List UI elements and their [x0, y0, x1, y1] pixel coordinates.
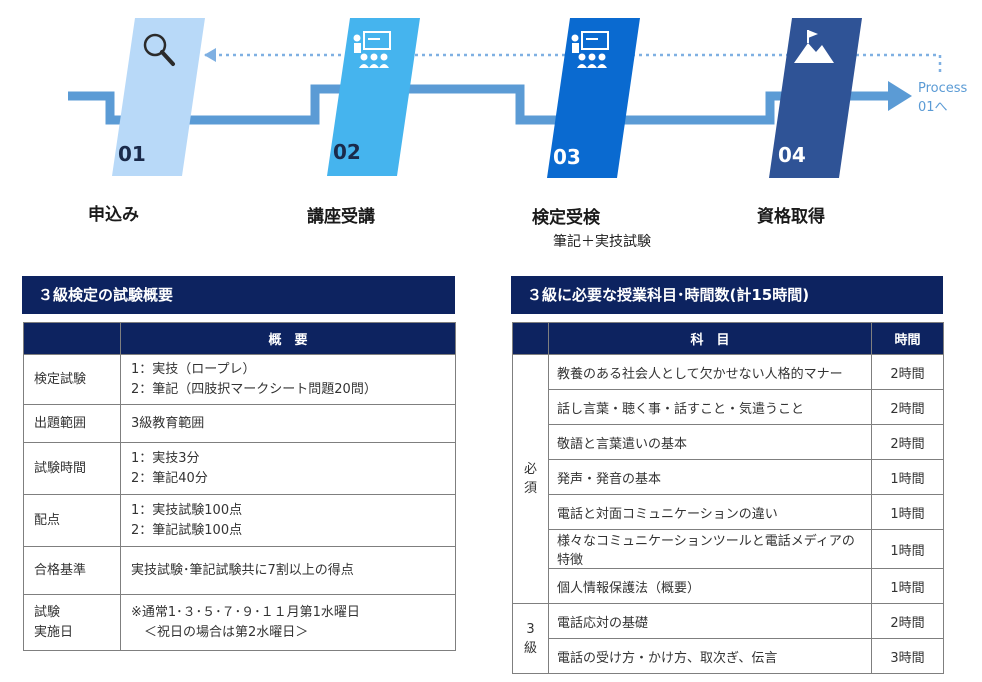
step-number-03: 03 [553, 145, 581, 169]
subjects-header-hours: 時間 [871, 322, 944, 355]
subject-name: 電話応対の基礎 [548, 603, 872, 639]
subject-name: 敬語と言葉遣いの基本 [548, 424, 872, 460]
exam-overview-row-value: ※通常1･３･５･７･９･１１月第1水曜日 ＜祝日の場合は第2水曜日＞ [120, 594, 456, 651]
lecture-icon [353, 31, 391, 68]
subject-hours: 1時間 [871, 568, 944, 604]
subject-hours: 2時間 [871, 354, 944, 390]
step-label-03: 検定受検 [532, 208, 600, 228]
subject-category: 必 須 [512, 354, 549, 604]
exam-overview-row-value: 1：実技試験100点 2：筆記試験100点 [120, 494, 456, 547]
step-number-04: 04 [778, 143, 806, 167]
step-04-shape [769, 18, 862, 178]
subject-name: 教養のある社会人として欠かせない人格的マナー [548, 354, 872, 390]
exam-overview-row-value: 実技試験･筆記試験共に7割以上の得点 [120, 546, 456, 595]
exam-overview-row-label: 試験時間 [23, 442, 121, 495]
subject-hours: 2時間 [871, 424, 944, 460]
subject-hours: 1時間 [871, 459, 944, 495]
step-label-04: 資格取得 [757, 207, 825, 227]
mountain-flag-icon [794, 30, 834, 63]
exam-overview-row-label: 出題範囲 [23, 404, 121, 443]
exam-overview-value-line: 3級教育範囲 [131, 415, 205, 431]
exam-overview-value-line: 2：筆記試験100点 [131, 522, 243, 538]
subjects-header-subject: 科 目 [548, 322, 872, 355]
exam-overview-row-label: 合格基準 [23, 546, 121, 595]
step-number-01: 01 [118, 142, 146, 166]
subject-hours: 2時間 [871, 389, 944, 425]
exam-overview-header: 概 要 [120, 322, 456, 355]
step-02-shape [327, 18, 420, 176]
exam-overview-row-value: 3級教育範囲 [120, 404, 456, 443]
exam-overview-value-line: 1：実技試験100点 [131, 502, 243, 518]
exam-overview-row-label: 試験 実施日 [23, 594, 121, 651]
exam-overview-row-label: 配点 [23, 494, 121, 547]
subjects-title: ３級に必要な授業科目･時間数(計15時間) [511, 276, 943, 314]
exam-overview-value-line: ＜祝日の場合は第2水曜日＞ [131, 624, 309, 640]
exam-overview-row: 合格基準実技試験･筆記試験共に7割以上の得点 [23, 546, 456, 595]
exam-overview-header-blank [23, 322, 121, 355]
subject-name: 発声・発音の基本 [548, 459, 872, 495]
loop-note-line-2: 01へ [918, 100, 948, 115]
main-arrowhead [888, 81, 912, 111]
subject-name: 話し言葉・聴く事・話すこと・気遣うこと [548, 389, 872, 425]
loop-note-line-1: Process [918, 81, 968, 96]
exam-overview-value-line: 1：実技（ロープレ） [131, 361, 256, 377]
subject-category: 3 級 [512, 603, 549, 674]
exam-overview-row-label: 検定試験 [23, 354, 121, 405]
exam-overview-value-line: 2：筆記（四肢択マークシート問題20問） [131, 381, 377, 397]
exam-overview-value-line: 実技試験･筆記試験共に7割以上の得点 [131, 562, 354, 578]
step-01-shape [112, 18, 205, 176]
subject-name: 電話と対面コミュニケーションの違い [548, 494, 872, 530]
subject-name: 様々なコミュニケーションツールと電話メディアの特徴 [548, 529, 872, 569]
subject-hours: 1時間 [871, 494, 944, 530]
subjects-header-blank [512, 322, 549, 355]
exam-overview-row: 試験 実施日※通常1･３･５･７･９･１１月第1水曜日 ＜祝日の場合は第2水曜日… [23, 594, 456, 651]
step-label-02: 講座受講 [307, 207, 375, 227]
subjects-header-row: 科 目 時間 [512, 322, 944, 355]
exam-overview-value-line: 1：実技3分 [131, 450, 200, 466]
search-icon [143, 33, 175, 66]
step-number-02: 02 [333, 140, 361, 164]
main-arrow-line [68, 84, 890, 125]
step-label-01: 申込み [88, 205, 139, 225]
step-sub-03: 筆記＋実技試験 [553, 234, 651, 250]
exam-overview-row-value: 1：実技3分 2：筆記40分 [120, 442, 456, 495]
step-03-shape [547, 18, 640, 178]
subject-name: 個人情報保護法（概要） [548, 568, 872, 604]
exam-overview-row: 配点 1：実技試験100点 2：筆記試験100点 [23, 494, 456, 547]
subject-name: 電話の受け方・かけ方、取次ぎ、伝言 [548, 638, 872, 674]
exam-overview-value-line: 2：筆記40分 [131, 470, 208, 486]
loop-arrowhead [204, 48, 216, 62]
exam-overview-title: ３級検定の試験概要 [22, 276, 455, 314]
exam-overview-value-line: ※通常1･３･５･７･９･１１月第1水曜日 [131, 604, 360, 620]
exam-overview-row: 出題範囲 3級教育範囲 [23, 404, 456, 443]
lecture-icon [571, 31, 609, 68]
loop-note: Process 01へ [918, 79, 967, 117]
exam-overview-row: 試験時間 1：実技3分 2：筆記40分 [23, 442, 456, 495]
process-flow [68, 18, 942, 178]
exam-overview-table: 概 要 検定試験 1：実技（ロープレ） 2：筆記（四肢択マークシート問題20問） 出題… [23, 322, 456, 651]
subject-hours: 1時間 [871, 529, 944, 569]
exam-overview-row-value: 1：実技（ロープレ） 2：筆記（四肢択マークシート問題20問） [120, 354, 456, 405]
exam-overview-row: 検定試験 1：実技（ロープレ） 2：筆記（四肢択マークシート問題20問） [23, 354, 456, 405]
exam-overview-header-row: 概 要 [23, 322, 456, 355]
subject-row: 個人情報保護法（概要）1時間 [513, 568, 944, 604]
subject-hours: 2時間 [871, 603, 944, 639]
subject-hours: 3時間 [871, 638, 944, 674]
